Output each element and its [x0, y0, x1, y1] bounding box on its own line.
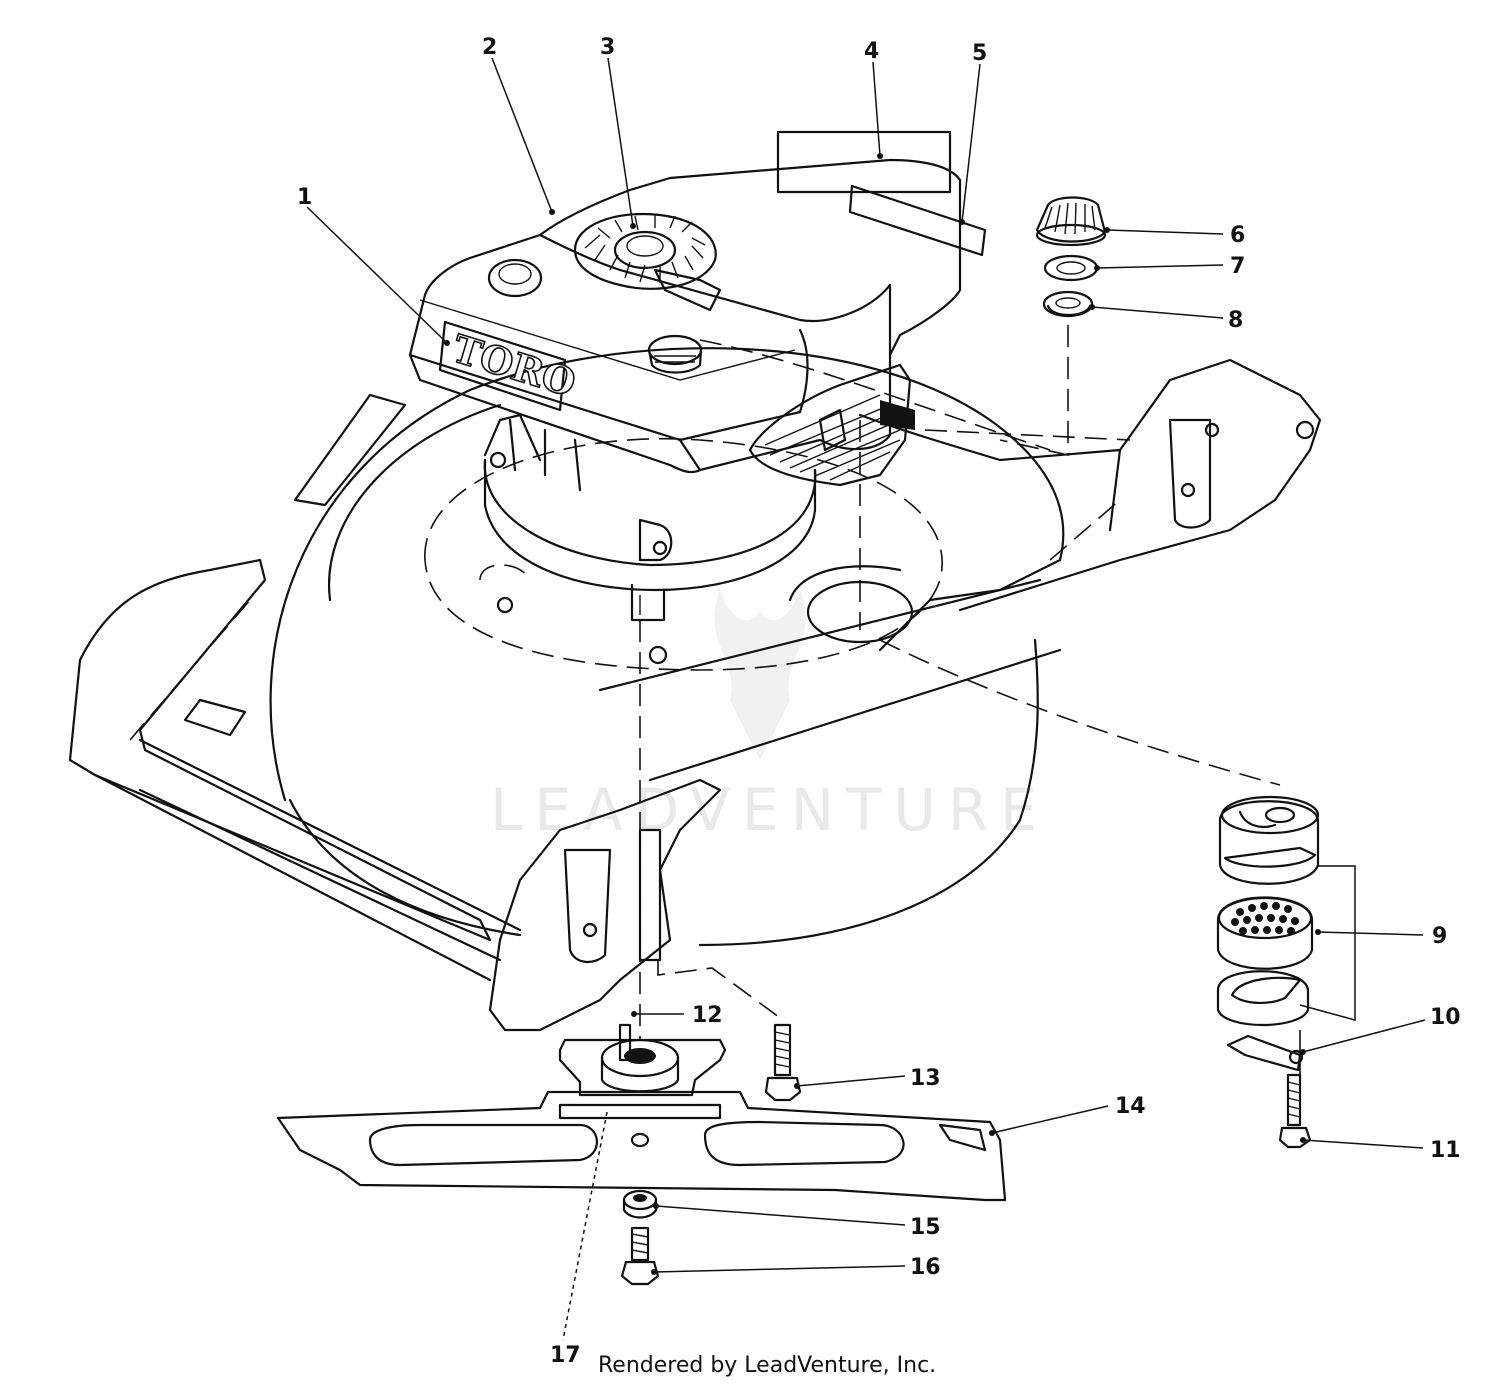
oil-cap-icon [487, 258, 543, 298]
screen-holes [1231, 902, 1299, 935]
watermark: LEADVENTURE [490, 590, 1049, 844]
callout-2: 2 [482, 35, 497, 60]
credit-text: Rendered by LeadVenture, Inc. [598, 1353, 936, 1378]
spark-plug-cover-parts [1035, 196, 1107, 318]
callout-15: 15 [910, 1215, 941, 1240]
callout-10: 10 [1430, 1005, 1461, 1030]
callout-5: 5 [972, 41, 987, 66]
toro-nameplate: TORO [438, 320, 582, 412]
engine-assembly: TORO [408, 130, 987, 622]
callout-6: 6 [1230, 223, 1245, 248]
callout-13: 13 [910, 1066, 941, 1091]
callout-7: 7 [1230, 254, 1245, 279]
watermark-logo-icon [714, 590, 806, 760]
mower-deck [68, 347, 1322, 1032]
callout-8: 8 [1228, 308, 1243, 333]
callout-9: 9 [1432, 924, 1447, 949]
alignment-lines [639, 325, 1301, 1075]
recoil-starter [573, 213, 722, 312]
callout-4: 4 [864, 39, 879, 64]
watermark-text: LEADVENTURE [490, 776, 1049, 844]
callout-17: 17 [550, 1343, 581, 1368]
engine-shroud: TORO [408, 158, 962, 474]
leader-lines [306, 57, 1426, 1341]
callout-11: 11 [1430, 1138, 1461, 1163]
callout-1: 1 [297, 185, 312, 210]
callout-14: 14 [1115, 1094, 1146, 1119]
brand-label: TORO [447, 326, 581, 406]
cylinder-fins [748, 363, 915, 487]
callout-12: 12 [692, 1003, 723, 1028]
decal-5 [848, 184, 987, 257]
callout-labels: 1 2 3 4 5 6 7 8 9 10 11 12 13 14 15 16 1… [297, 35, 1461, 1368]
callout-16: 16 [910, 1255, 941, 1280]
decal-4 [776, 130, 952, 194]
callout-3: 3 [600, 35, 615, 60]
muffler-assembly [1216, 795, 1320, 1149]
blade-assembly [276, 1023, 1007, 1286]
